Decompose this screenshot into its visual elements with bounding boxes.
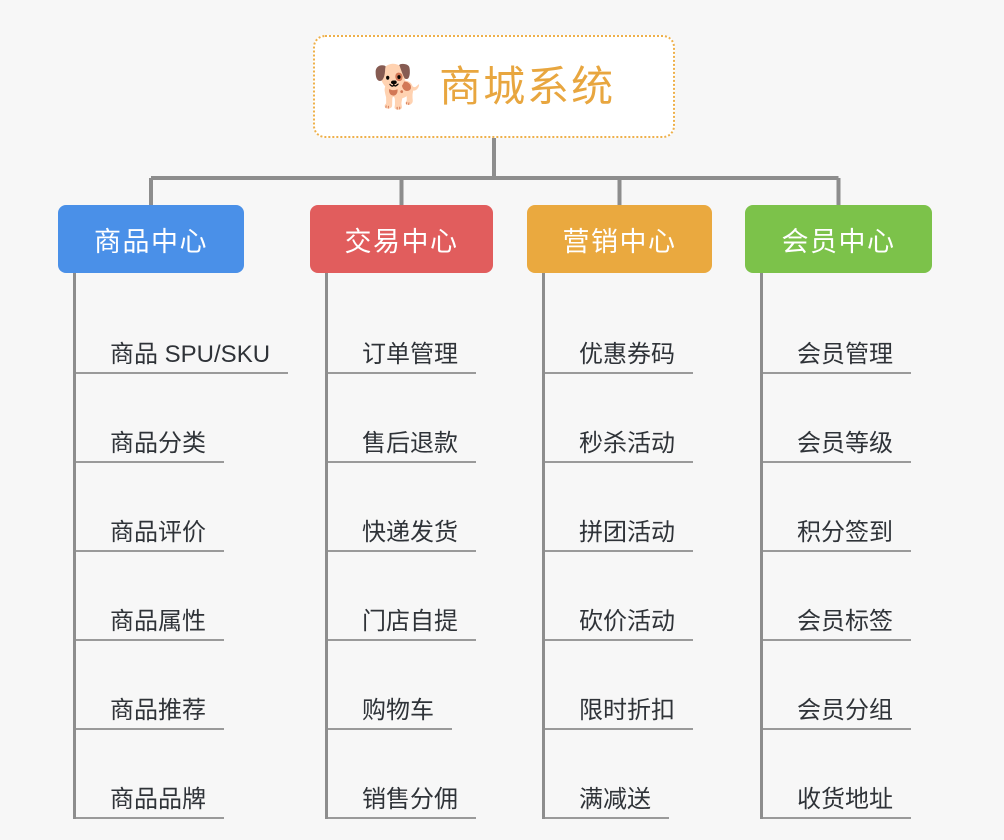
leaf-item[interactable]: 商品评价 (76, 463, 224, 552)
leaf-item[interactable]: 会员等级 (763, 374, 911, 463)
leaf-item[interactable]: 会员管理 (763, 285, 911, 374)
leaf-item-label: 限时折扣 (579, 696, 675, 724)
branch-trade-center: 交易中心订单管理售后退款快递发货门店自提购物车销售分佣 (310, 205, 493, 819)
leaf-item-label: 商品属性 (110, 607, 206, 635)
leaf-item[interactable]: 销售分佣 (328, 730, 476, 819)
leaf-item-label: 商品评价 (110, 518, 206, 546)
leaf-item-label: 会员分组 (797, 696, 893, 724)
leaf-item-label: 拼团活动 (579, 518, 675, 546)
branch-header-member-center[interactable]: 会员中心 (745, 205, 932, 273)
leaf-item-label: 砍价活动 (579, 607, 675, 635)
leaf-item-label: 销售分佣 (362, 785, 458, 813)
leaf-item-label: 会员标签 (797, 607, 893, 635)
leaf-item[interactable]: 快递发货 (328, 463, 476, 552)
leaf-item-label: 快递发货 (362, 518, 458, 546)
leaf-item-label: 优惠券码 (579, 340, 675, 368)
leaf-item[interactable]: 砍价活动 (545, 552, 693, 641)
leaf-item-label: 商品推荐 (110, 696, 206, 724)
leaf-item[interactable]: 拼团活动 (545, 463, 693, 552)
leaf-item[interactable]: 商品品牌 (76, 730, 224, 819)
leaf-item[interactable]: 限时折扣 (545, 641, 693, 730)
leaf-list-product-center: 商品 SPU/SKU 商品分类商品评价商品属性商品推荐商品品牌 (73, 273, 289, 819)
leaf-list-marketing-center: 优惠券码秒杀活动拼团活动砍价活动限时折扣满减送 (542, 273, 712, 819)
leaf-item[interactable]: 售后退款 (328, 374, 476, 463)
leaf-item[interactable]: 商品属性 (76, 552, 224, 641)
branch-header-product-center[interactable]: 商品中心 (58, 205, 244, 273)
branch-header-label: 商品中心 (94, 226, 208, 257)
leaf-item-label: 会员等级 (797, 429, 893, 457)
leaf-list-trade-center: 订单管理售后退款快递发货门店自提购物车销售分佣 (325, 273, 493, 819)
leaf-item[interactable]: 满减送 (545, 730, 669, 819)
leaf-item-label: 秒杀活动 (579, 429, 675, 457)
leaf-item[interactable]: 积分签到 (763, 463, 911, 552)
leaf-item-label: 商品分类 (110, 429, 206, 457)
leaf-item[interactable]: 商品推荐 (76, 641, 224, 730)
leaf-item-label: 积分签到 (797, 518, 893, 546)
branch-header-label: 交易中心 (344, 226, 459, 257)
branch-header-trade-center[interactable]: 交易中心 (310, 205, 493, 273)
leaf-item-label: 购物车 (362, 696, 434, 724)
leaf-item-label: 门店自提 (362, 607, 458, 635)
leaf-item[interactable]: 商品分类 (76, 374, 224, 463)
branch-header-label: 营销中心 (562, 226, 677, 257)
shiba-dog-icon: 🐕 (372, 62, 426, 110)
branch-member-center: 会员中心会员管理会员等级积分签到会员标签会员分组收货地址 (745, 205, 932, 819)
branch-header-label: 会员中心 (781, 226, 896, 257)
branch-marketing-center: 营销中心优惠券码秒杀活动拼团活动砍价活动限时折扣满减送 (527, 205, 712, 819)
leaf-item[interactable]: 秒杀活动 (545, 374, 693, 463)
leaf-item[interactable]: 会员分组 (763, 641, 911, 730)
leaf-item[interactable]: 订单管理 (328, 285, 476, 374)
branch-product-center: 商品中心商品 SPU/SKU 商品分类商品评价商品属性商品推荐商品品牌 (58, 205, 289, 819)
leaf-item[interactable]: 优惠券码 (545, 285, 693, 374)
leaf-item[interactable]: 会员标签 (763, 552, 911, 641)
leaf-item-label: 订单管理 (362, 340, 458, 368)
leaf-item[interactable]: 购物车 (328, 641, 452, 730)
leaf-item-label: 商品品牌 (110, 785, 206, 813)
leaf-item[interactable]: 门店自提 (328, 552, 476, 641)
leaf-item-label: 售后退款 (362, 429, 458, 457)
leaf-list-member-center: 会员管理会员等级积分签到会员标签会员分组收货地址 (760, 273, 932, 819)
root-title: 商城系统 (439, 62, 616, 110)
leaf-item[interactable]: 商品 SPU/SKU (76, 285, 289, 374)
leaf-item-label: 商品 SPU/SKU (110, 340, 271, 368)
root-node[interactable]: 🐕 商城系统 (313, 35, 675, 138)
branch-header-marketing-center[interactable]: 营销中心 (527, 205, 712, 273)
leaf-item-label: 会员管理 (797, 340, 893, 368)
leaf-item-label: 收货地址 (797, 785, 893, 813)
leaf-item-label: 满减送 (579, 785, 651, 813)
leaf-item[interactable]: 收货地址 (763, 730, 911, 819)
